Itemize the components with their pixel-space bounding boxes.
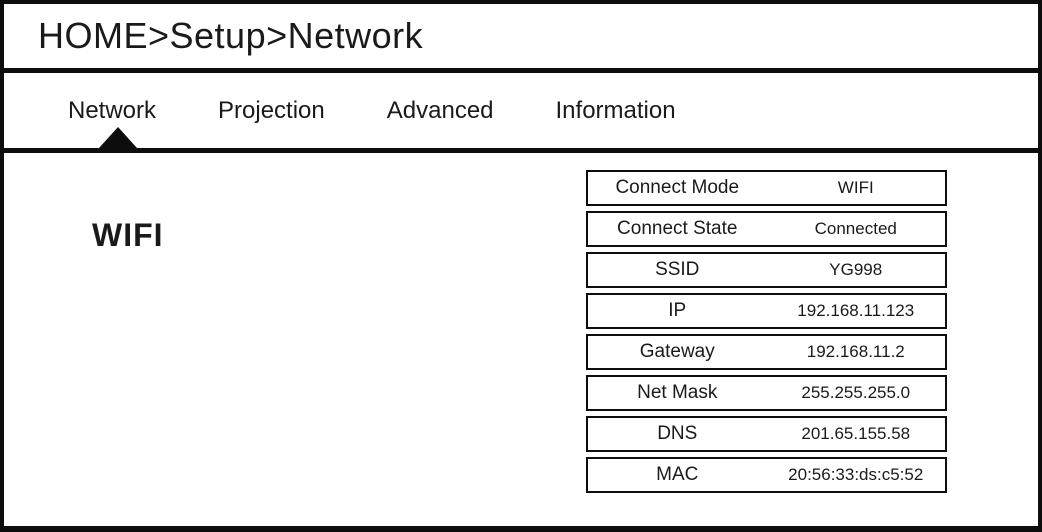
row-label: Connect State: [617, 218, 738, 239]
tab-network[interactable]: Network: [68, 96, 157, 124]
row-label: SSID: [655, 259, 700, 280]
row-label: Net Mask: [637, 382, 718, 403]
row-value: Connected: [814, 219, 897, 238]
table-row-net-mask: Net Mask 255.255.255.0: [586, 375, 947, 411]
row-label: Gateway: [639, 341, 715, 362]
tab-bar: Network Projection Advanced Information: [4, 73, 1038, 153]
table-row-ssid: SSID YG998: [586, 252, 947, 288]
active-tab-indicator-icon: [99, 127, 137, 148]
table-row-connect-state: Connect State Connected: [586, 211, 947, 247]
network-content-panel: WIFI Connect Mode WIFI Connect State Con…: [4, 153, 1038, 526]
row-value: 201.65.155.58: [801, 424, 911, 443]
network-info-table: Connect Mode WIFI Connect State Connecte…: [586, 170, 947, 498]
breadcrumb: HOME>Setup>Network: [38, 15, 424, 56]
row-value: 255.255.255.0: [801, 383, 911, 402]
table-row-ip: IP 192.168.11.123: [586, 293, 947, 329]
breadcrumb-bar: HOME>Setup>Network: [4, 4, 1038, 73]
row-value: 192.168.11.123: [797, 301, 915, 320]
tab-advanced[interactable]: Advanced: [386, 96, 494, 124]
row-value: YG998: [829, 260, 883, 279]
row-label: Connect Mode: [615, 177, 740, 198]
tab-information[interactable]: Information: [555, 96, 676, 124]
row-value: 192.168.11.2: [806, 342, 905, 361]
row-label: DNS: [657, 423, 698, 444]
table-row-dns: DNS 201.65.155.58: [586, 416, 947, 452]
row-label: MAC: [656, 464, 699, 485]
wifi-menu-item[interactable]: WIFI: [92, 217, 164, 253]
tab-projection[interactable]: Projection: [218, 96, 325, 124]
table-row-mac: MAC 20:56:33:ds:c5:52: [586, 457, 947, 493]
table-row-connect-mode: Connect Mode WIFI: [586, 170, 947, 206]
table-row-gateway: Gateway 192.168.11.2: [586, 334, 947, 370]
row-value: 20:56:33:ds:c5:52: [788, 465, 924, 484]
row-label: IP: [668, 300, 687, 321]
row-value: WIFI: [837, 178, 874, 197]
